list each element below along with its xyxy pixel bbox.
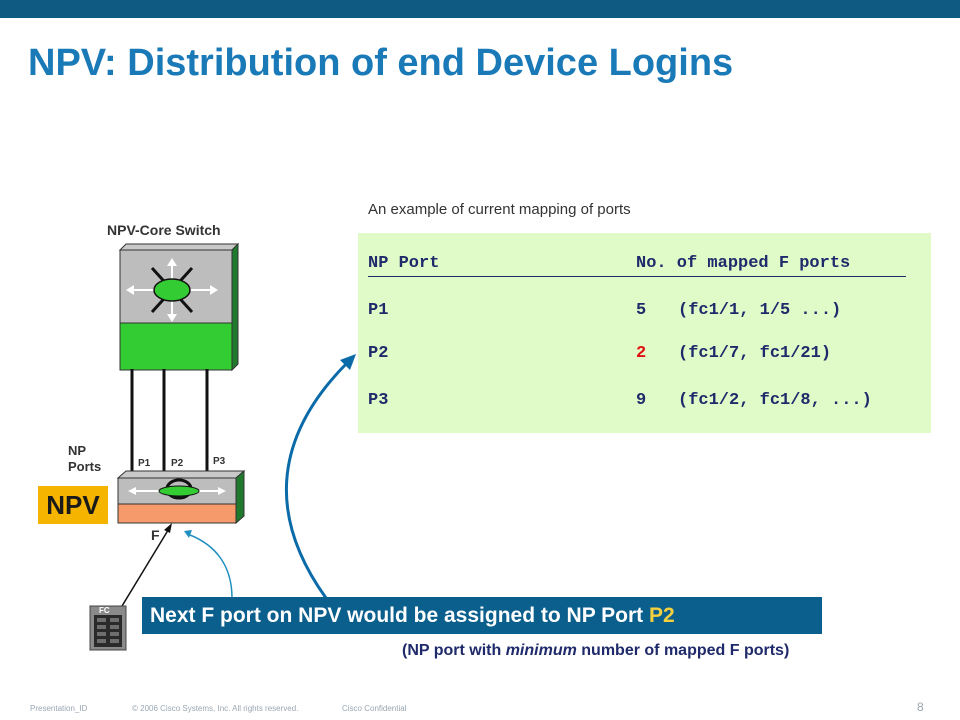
row-count: 9 xyxy=(636,391,647,410)
curved-arrow-to-p2-row xyxy=(284,360,350,599)
note-italic: minimum xyxy=(505,642,577,659)
core-switch-label: NPV-Core Switch xyxy=(107,222,221,238)
banner-highlight: P2 xyxy=(649,604,675,627)
port-label-p1: P1 xyxy=(138,458,151,469)
port-label-p2: P2 xyxy=(171,458,184,469)
note-text-2: number of mapped F ports) xyxy=(576,642,790,659)
f-port-label: F xyxy=(151,527,160,543)
np-ports-label-line2: Ports xyxy=(68,459,102,474)
assignment-banner: Next F port on NPV would be assigned to … xyxy=(142,597,822,634)
slide-title: NPV: Distribution of end Device Logins xyxy=(28,42,734,84)
table-header-np-port: NP Port xyxy=(368,254,440,273)
device-link xyxy=(121,526,171,607)
curved-arrow-to-f-port xyxy=(189,534,233,599)
note-text-1: (NP port with xyxy=(402,642,506,659)
npv-badge: NPV xyxy=(38,486,108,524)
device-label: FC xyxy=(99,606,110,615)
row-count: 5 xyxy=(636,301,647,320)
row-ports: (fc1/1, 1/5 ...) xyxy=(678,301,842,320)
banner-text: Next F port on NPV would be assigned to … xyxy=(150,604,649,627)
np-ports-label-line1: NP xyxy=(68,443,87,458)
footer-confidential: Cisco Confidential xyxy=(342,704,407,713)
row-port: P3 xyxy=(368,391,389,410)
row-ports: (fc1/2, fc1/8, ...) xyxy=(678,391,872,410)
footer-copyright: © 2006 Cisco Systems, Inc. All rights re… xyxy=(132,704,299,713)
row-ports: (fc1/7, fc1/21) xyxy=(678,344,832,363)
port-label-p3: P3 xyxy=(213,456,226,467)
top-bar xyxy=(0,0,960,18)
row-port: P1 xyxy=(368,301,389,320)
row-count-highlighted: 2 xyxy=(636,344,647,363)
core-switch-icon xyxy=(118,242,240,372)
assignment-note: (NP port with minimum number of mapped F… xyxy=(402,642,789,660)
port-mapping-table: NP Port No. of mapped F ports P1 5 (fc1/… xyxy=(358,233,931,433)
table-caption: An example of current mapping of ports xyxy=(368,201,631,218)
npv-switch-icon xyxy=(116,469,246,525)
footer-presentation-id: Presentation_ID xyxy=(30,704,88,713)
table-header-mapped-ports: No. of mapped F ports xyxy=(636,254,851,273)
fc-device-icon xyxy=(89,605,127,651)
page-number: 8 xyxy=(917,700,924,714)
table-header-underline xyxy=(368,276,906,277)
row-port: P2 xyxy=(368,344,389,363)
